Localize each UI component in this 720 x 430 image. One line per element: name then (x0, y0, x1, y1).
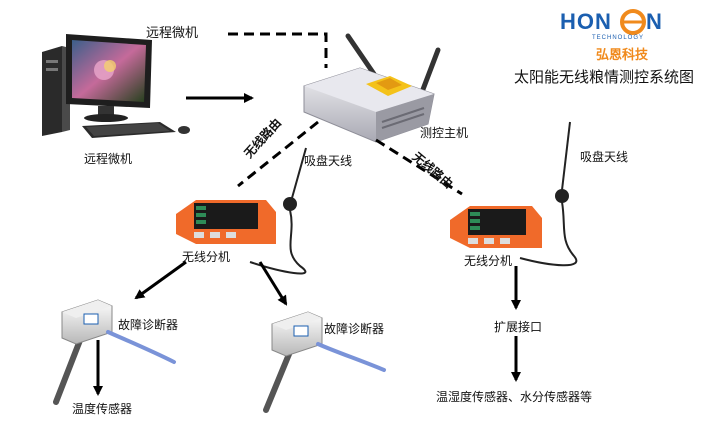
branch-device-right (450, 121, 578, 267)
label-suction-antenna-right: 吸盘天线 (580, 150, 629, 164)
label-temp-sensor: 温度传感器 (72, 402, 133, 416)
diagnoser-device-2 (263, 311, 386, 413)
logo-company: 弘恩科技 (596, 48, 649, 63)
label-remote-pc-bottom: 远程微机 (84, 152, 133, 166)
wireless-link-right (375, 138, 463, 196)
logo-brand-left: HON (560, 9, 612, 34)
diagnoser-device-1 (53, 299, 176, 405)
label-suction-antenna-left: 吸盘天线 (304, 154, 353, 168)
remote-link-dashed (228, 32, 328, 68)
logo-brand-right: N (646, 9, 663, 34)
host-router-device (303, 33, 441, 143)
label-ext-port: 扩展接口 (494, 320, 543, 334)
label-sensors-right: 温湿度传感器、水分传感器等 (436, 390, 593, 404)
logo-tagline: TECHNOLOGY (592, 35, 645, 41)
branch-device-left (176, 147, 307, 275)
branch-left-arrow-2 (258, 261, 288, 306)
label-remote-pc-top: 远程微机 (146, 26, 199, 41)
diagram-title: 太阳能无线粮情测控系统图 (514, 68, 695, 86)
label-host: 测控主机 (420, 126, 469, 140)
logo-mark (620, 9, 646, 35)
branch-left-arrow-1 (134, 260, 187, 300)
label-diagnoser-2: 故障诊断器 (324, 322, 385, 336)
label-branch-left: 无线分机 (182, 250, 231, 264)
label-diagnoser-1: 故障诊断器 (118, 318, 179, 332)
wireless-link-left (237, 120, 319, 188)
label-branch-right: 无线分机 (464, 254, 513, 268)
remote-computer (42, 34, 190, 138)
